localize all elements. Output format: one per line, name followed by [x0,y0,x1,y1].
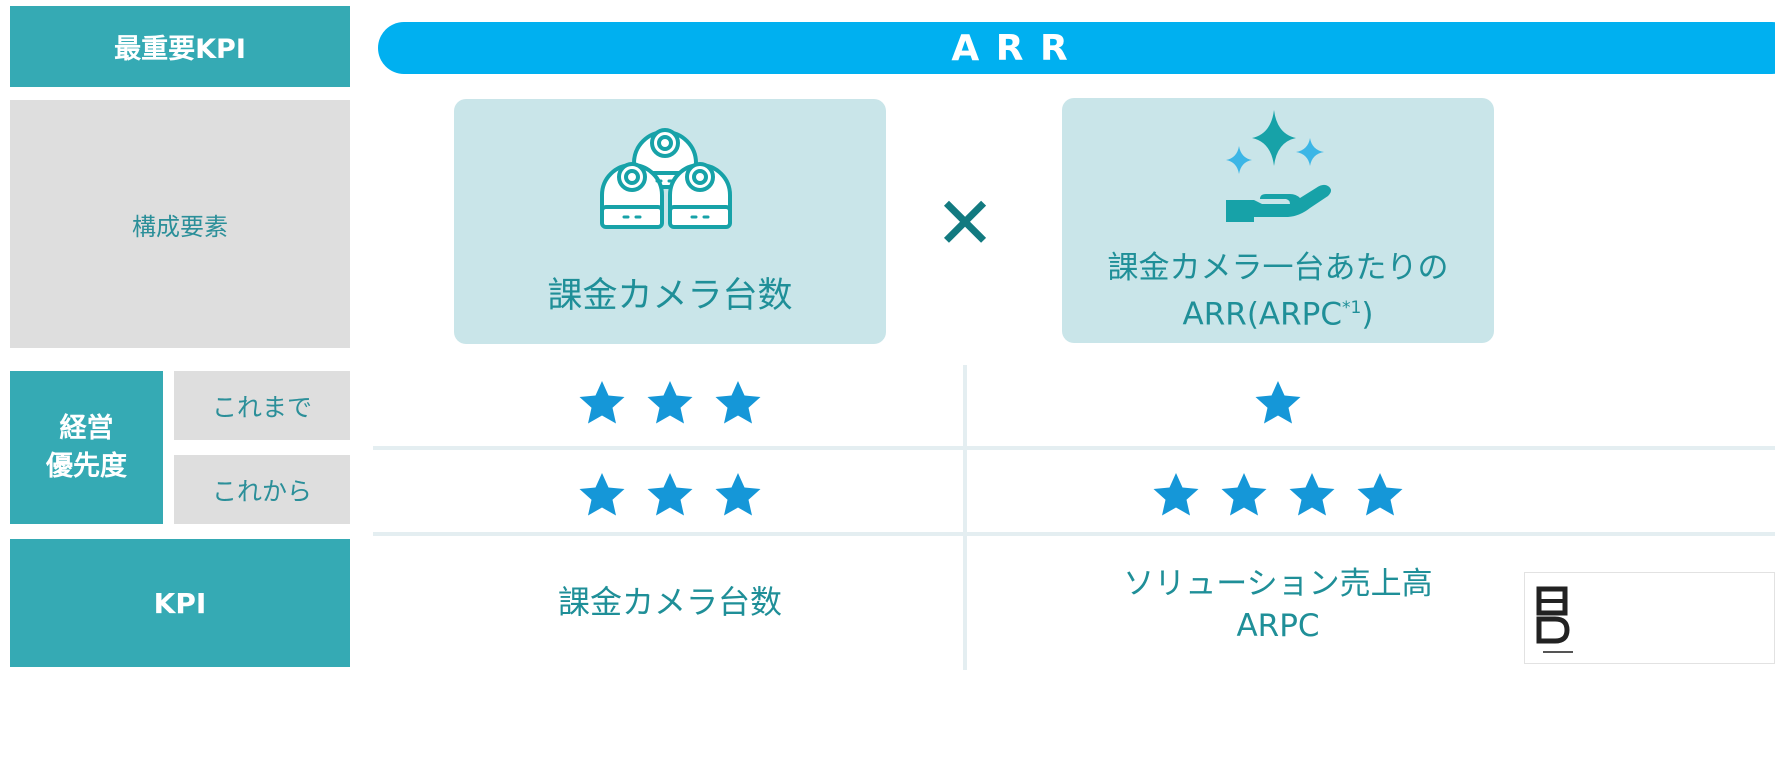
camera-count-label: 課金カメラ台数 [547,275,793,316]
logo-icon [1524,572,1775,664]
kpi-label: KPI [153,586,207,620]
stars-until-now-cameras [454,378,886,428]
footnote-marker: *1 [1342,298,1362,318]
multiply-operator: ✕ [934,181,996,265]
arpc-component-label: 課金カメラ一台あたりの ARR(ARPC*1) [1062,248,1494,334]
kpi-arpc-line1: ソリューション売上高 [1123,566,1433,602]
component-panel-arpc: 課金カメラ一台あたりの ARR(ARPC*1) [1062,98,1494,343]
arr-banner: A R R [378,22,1775,74]
components-label: 構成要素 [132,212,228,241]
kpi-cameras: 課金カメラ台数 [557,583,782,621]
kpi-cell: KPI [10,539,350,667]
most-important-kpi-cell: 最重要KPI [10,6,350,87]
stars-until-now-arpc [1062,378,1494,428]
column-divider [963,365,967,670]
until-now-cell: これまで [174,371,350,440]
kpi-arpc-line2: ARPC [1236,608,1320,644]
star-icon [579,473,625,516]
stars-from-now-cameras [454,470,886,520]
component-panel-cameras: 課金カメラ台数 [454,99,886,344]
arpc-label-line2: ARR(ARPC*1) [1182,296,1374,333]
star-icon [715,381,761,424]
components-cell: 構成要素 [10,100,350,348]
row-divider-1 [373,446,1775,450]
most-important-kpi-label: 最重要KPI [114,34,246,65]
arr-title: A R R [951,27,1070,69]
star-icon [579,381,625,424]
row-divider-2 [373,532,1775,536]
sparkle-hand-icon [1226,110,1331,222]
kpi-arpc: ソリューション売上高 ARPC [1062,563,1494,647]
logo-glyph-icon [1536,586,1573,653]
from-now-cell: これから [174,455,350,524]
from-now-label: これから [211,476,312,506]
until-now-label: これまで [211,392,312,422]
star-icon [647,473,693,516]
star-icon [1357,473,1403,516]
star-icon [1289,473,1335,516]
management-priority-cell: 経営 優先度 [10,371,163,524]
star-icon [1255,381,1301,424]
stars-from-now-arpc [1062,470,1494,520]
arpc-label-line1: 課金カメラ一台あたりの [1107,250,1449,286]
star-icon [715,473,761,516]
camera-cluster-icon [600,128,732,229]
star-icon [647,381,693,424]
star-icon [1153,473,1199,516]
star-icon [1221,473,1267,516]
management-priority-label: 経営 優先度 [46,412,127,482]
